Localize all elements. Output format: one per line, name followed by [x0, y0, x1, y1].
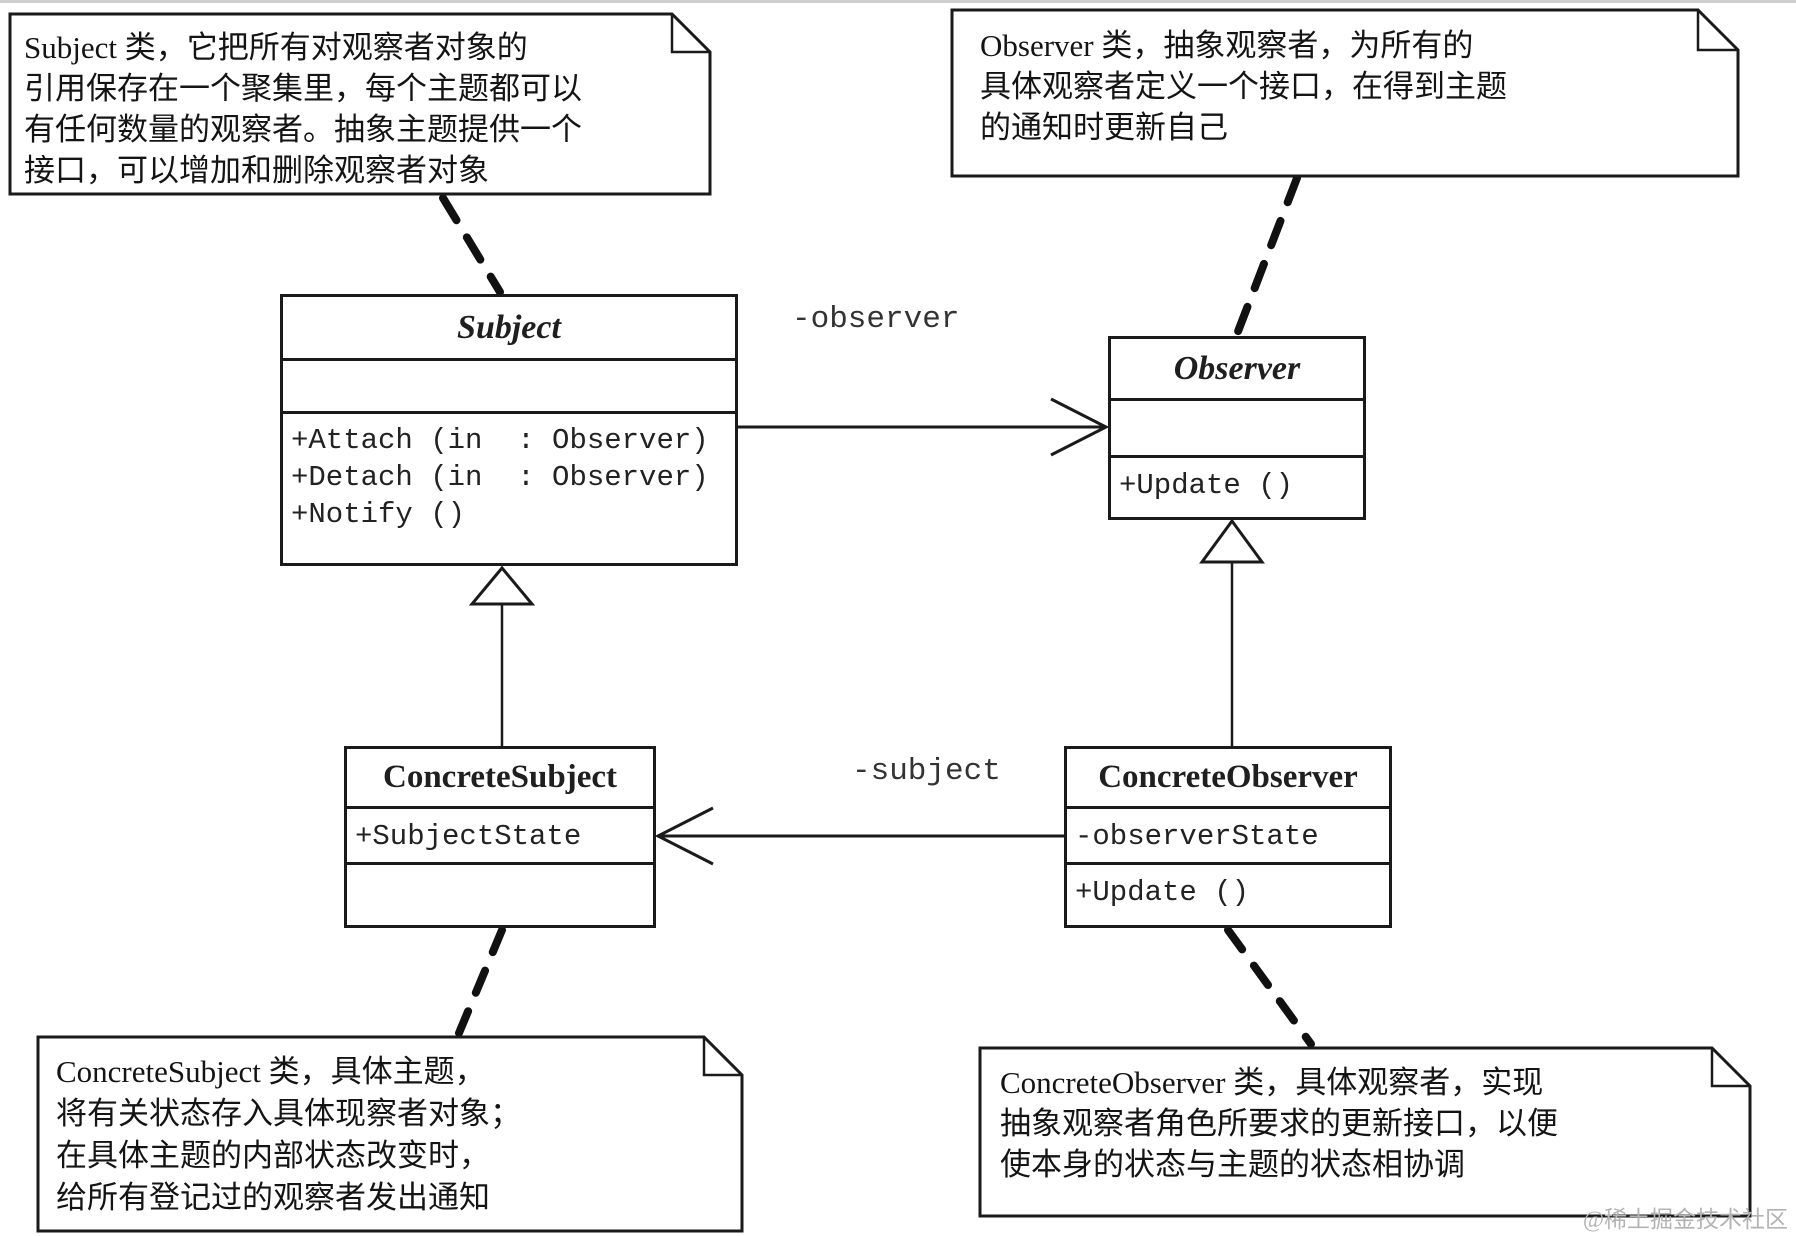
method-item: +Detach (in : Observer)	[291, 461, 709, 494]
note-outline	[950, 8, 1740, 178]
note-observer: Observer 类，抽象观察者，为所有的 具体观察者定义一个接口，在得到主题 …	[950, 8, 1740, 178]
attribute-item: +SubjectState	[355, 820, 582, 853]
generalization-triangle-subject	[468, 565, 536, 606]
class-title: ConcreteSubject	[347, 749, 653, 809]
arrowhead-open-observer	[1050, 397, 1110, 457]
note-line: 将有关状态存入具体现察者对象；	[56, 1096, 521, 1131]
association-label-subject: -subject	[852, 754, 1001, 789]
attribute-item: -observerState	[1075, 820, 1319, 853]
class-subject: Subject +Attach (in : Observer) +Detach …	[280, 294, 738, 566]
watermark: @稀土掘金技术社区	[1582, 1207, 1788, 1232]
note-line: 接口，可以增加和删除观察者对象	[24, 153, 489, 188]
note-anchor-subject	[439, 194, 504, 296]
note-subject: Subject 类，它把所有对观察者对象的 引用保存在一个聚集里，每个主题都可以…	[8, 12, 712, 196]
note-anchor-observer	[1233, 174, 1301, 338]
class-attributes: -observerState	[1067, 809, 1389, 865]
dogear-fold-icon	[670, 14, 710, 54]
method-item: +Update ()	[1075, 876, 1250, 909]
class-attributes-empty	[1111, 401, 1363, 458]
note-line: Subject 类，它把所有对观察者对象的	[24, 30, 528, 65]
method-item: +Notify ()	[291, 498, 466, 531]
class-concrete-observer: ConcreteObserver -observerState +Update …	[1064, 746, 1392, 928]
class-attributes: +SubjectState	[347, 809, 653, 865]
note-anchor-concreteobserver	[1224, 926, 1315, 1048]
note-line: 在具体主题的内部状态改变时，	[56, 1138, 490, 1173]
note-outline	[36, 1035, 744, 1233]
note-anchor-concretesubject	[455, 926, 506, 1037]
note-line: ConcreteSubject 类，具体主题，	[56, 1054, 486, 1089]
class-methods: +Attach (in : Observer) +Detach (in : Ob…	[283, 414, 735, 560]
note-line: 有任何数量的观察者。抽象主题提供一个	[24, 112, 582, 147]
note-line: 具体观察者定义一个接口，在得到主题	[980, 69, 1507, 104]
note-line: Observer 类，抽象观察者，为所有的	[980, 28, 1474, 63]
class-methods: +Update ()	[1067, 865, 1389, 925]
note-concrete-subject: ConcreteSubject 类，具体主题， 将有关状态存入具体现察者对象； …	[36, 1035, 744, 1233]
class-title: Observer	[1111, 339, 1363, 401]
method-item: +Attach (in : Observer)	[291, 424, 709, 457]
dogear-fold-icon	[702, 1037, 742, 1077]
class-title: Subject	[283, 297, 735, 361]
note-outline	[8, 12, 712, 196]
class-methods-empty	[347, 865, 653, 925]
association-label-observer: -observer	[792, 302, 960, 337]
method-item: +Update ()	[1119, 469, 1294, 502]
note-line: ConcreteObserver 类，具体观察者，实现	[1000, 1065, 1544, 1100]
note-concrete-observer: ConcreteObserver 类，具体观察者，实现 抽象观察者角色所要求的更…	[978, 1046, 1752, 1218]
note-line: 使本身的状态与主题的状态相协调	[1000, 1147, 1465, 1182]
class-attributes-empty	[283, 361, 735, 414]
note-line: 的通知时更新自己	[980, 110, 1228, 145]
top-border-strip	[0, 0, 1796, 3]
dogear-fold-icon	[1710, 1048, 1750, 1088]
class-observer: Observer +Update ()	[1108, 336, 1366, 520]
generalization-triangle-observer	[1199, 518, 1265, 564]
note-line: 给所有登记过的观察者发出通知	[56, 1180, 490, 1215]
class-methods: +Update ()	[1111, 458, 1363, 517]
dogear-fold-icon	[1696, 10, 1738, 52]
note-line: 引用保存在一个聚集里，每个主题都可以	[24, 71, 582, 106]
class-title: ConcreteObserver	[1067, 749, 1389, 809]
arrowhead-open-concretesubject	[654, 806, 714, 866]
note-line: 抽象观察者角色所要求的更新接口，以便	[1000, 1106, 1558, 1141]
class-concrete-subject: ConcreteSubject +SubjectState	[344, 746, 656, 928]
note-outline	[978, 1046, 1752, 1218]
